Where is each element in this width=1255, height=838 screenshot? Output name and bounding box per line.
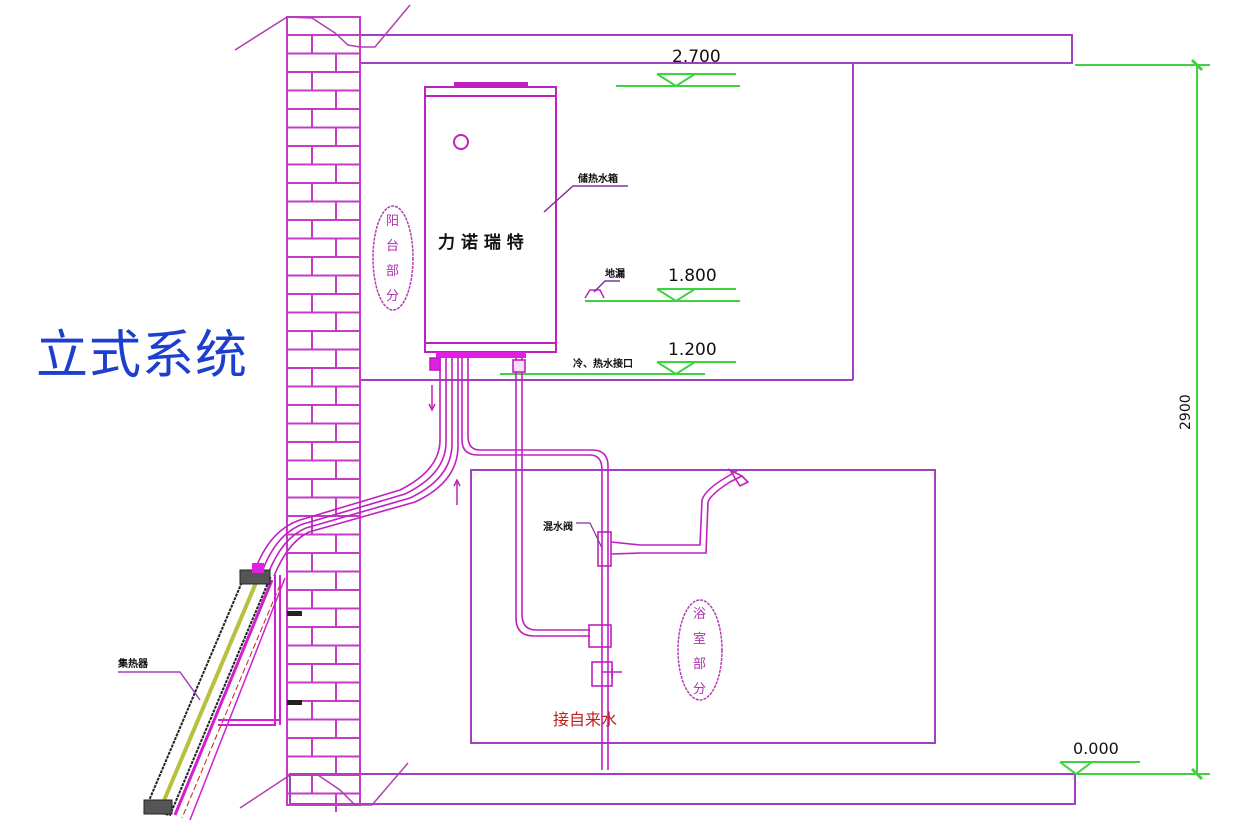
svg-text:部: 部	[693, 657, 706, 672]
balcony-zone-label: 阳 台 部 分	[386, 214, 399, 304]
mixing-valve-leader	[576, 522, 603, 549]
water-tank	[424, 82, 557, 358]
elevation-low-label: 1.200	[668, 340, 717, 360]
brick-wall	[286, 16, 361, 812]
floor-drain-label: 地漏	[605, 267, 625, 280]
floor-drain-icon	[584, 280, 620, 299]
collector-leader	[118, 671, 201, 701]
collector-bracket	[218, 575, 302, 726]
tank-label: 储热水箱	[577, 172, 618, 185]
collector-pipes	[254, 357, 459, 577]
elevation-mid-label: 1.800	[668, 266, 717, 286]
hot-water-pipe	[461, 358, 609, 770]
mixing-valve	[588, 468, 750, 687]
svg-text:部: 部	[386, 264, 399, 279]
balcony-zone-oval	[372, 205, 414, 311]
bathroom-area	[470, 469, 936, 744]
mixing-valve-label: 混水阀	[543, 520, 573, 533]
svg-text:分: 分	[386, 289, 399, 304]
lower-slab	[289, 773, 1076, 805]
svg-text:阳: 阳	[386, 214, 399, 229]
diagram-title: 立式系统	[36, 326, 249, 386]
solar-collector	[143, 563, 286, 821]
break-lines	[234, 4, 411, 809]
bathroom-zone-label: 浴 室 部 分	[693, 607, 706, 697]
cold-water-pipe	[512, 358, 590, 637]
collector-label: 集热器	[117, 657, 149, 670]
svg-text:浴: 浴	[693, 607, 706, 622]
tank-brand-label: 力 诺 瑞 特	[438, 232, 524, 253]
elevation-top-label: 2.700	[672, 47, 721, 67]
elevation-markers	[500, 58, 1210, 781]
tank-leader-line	[543, 185, 628, 213]
dimension-height-label: 2900	[1178, 394, 1194, 430]
svg-text:台: 台	[386, 239, 399, 254]
bathroom-zone-oval	[677, 599, 723, 701]
flow-arrows	[428, 385, 461, 505]
tap-water-label: 接自来水	[553, 710, 617, 729]
inlet-outlet-label: 冷、热水接口	[573, 357, 633, 370]
svg-text:室: 室	[693, 631, 706, 647]
elevation-ground-label: 0.000	[1073, 739, 1119, 758]
svg-text:分: 分	[693, 682, 706, 697]
